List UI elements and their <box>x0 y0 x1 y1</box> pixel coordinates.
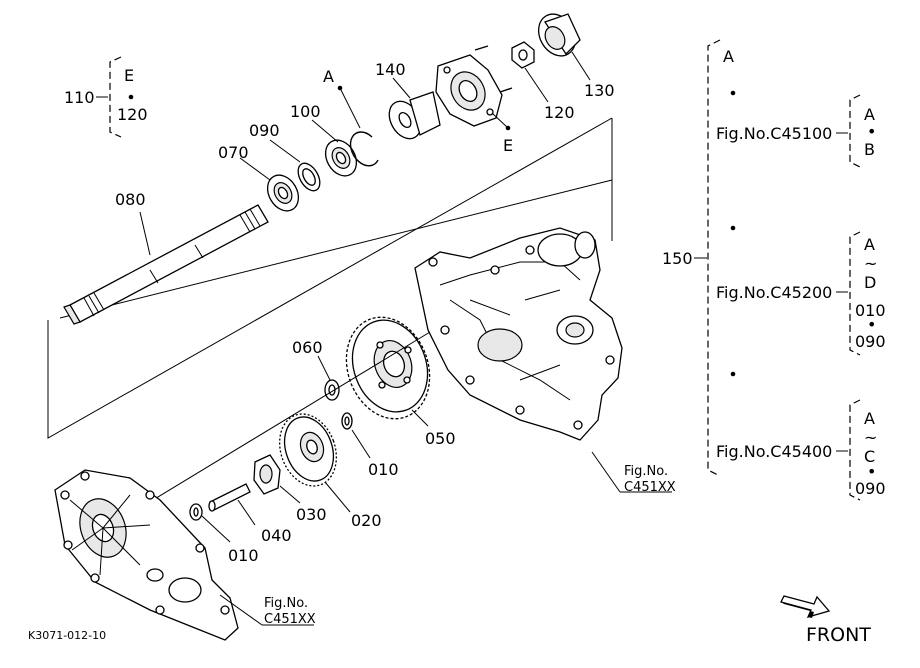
output-shaft <box>59 179 613 325</box>
bearing-130 <box>537 13 581 57</box>
svg-text:•: • <box>867 315 876 334</box>
case-cover <box>54 469 239 641</box>
svg-text:Fig.No.: Fig.No. <box>624 464 668 479</box>
callout-040: 040 <box>261 526 292 545</box>
svg-text:D: D <box>864 273 876 292</box>
callout-140: 140 <box>375 60 406 79</box>
gear-020 <box>278 413 338 487</box>
callout-150: 150 <box>662 249 693 268</box>
ref-mark-a: A <box>323 67 334 86</box>
callout-100: 100 <box>290 102 321 121</box>
svg-text:A: A <box>864 409 875 428</box>
ref-mark-e: E <box>503 136 513 155</box>
callout-010-upper: 010 <box>368 460 399 479</box>
svg-text:C: C <box>864 447 875 466</box>
svg-text:~: ~ <box>864 254 877 273</box>
callout-leaders <box>139 51 591 543</box>
snap-ring <box>349 131 379 167</box>
callout-110: 110 <box>64 88 95 107</box>
svg-text:010: 010 <box>855 301 886 320</box>
drawing-code: K3071-012-10 <box>28 629 106 642</box>
case-fig-ref-upper: Fig.No. C451XX <box>624 464 676 495</box>
svg-text:C451XX: C451XX <box>264 612 316 627</box>
nut-120 <box>511 41 535 69</box>
svg-text:090: 090 <box>855 479 886 498</box>
case-fig-ref-lower: Fig.No. C451XX <box>264 596 316 627</box>
front-arrow-icon <box>780 595 831 619</box>
svg-text:090: 090 <box>855 332 886 351</box>
svg-text:C451XX: C451XX <box>624 480 676 495</box>
callout-090: 090 <box>249 121 280 140</box>
fig-ref-c45400: Fig.No.C45400 <box>716 442 832 461</box>
svg-text:~: ~ <box>864 428 877 447</box>
callout-130: 130 <box>584 81 615 100</box>
callout-060: 060 <box>292 338 323 357</box>
svg-text:A: A <box>864 235 875 254</box>
pinion-030 <box>253 454 281 495</box>
front-indicator: FRONT <box>780 595 871 646</box>
bearing-070 <box>266 174 300 212</box>
group-150-top: A <box>723 47 734 66</box>
bearing-100 <box>324 139 358 177</box>
cover-ref-leader <box>219 594 263 626</box>
spacer-140 <box>388 91 441 140</box>
range-110-from: E <box>124 66 134 85</box>
svg-text:•: • <box>867 122 876 141</box>
case-ref-leader <box>591 451 621 493</box>
flange-hub <box>435 45 513 127</box>
svg-text:A: A <box>864 105 875 124</box>
washer-060 <box>324 379 340 401</box>
callout-030: 030 <box>296 505 327 524</box>
washer-010-upper <box>341 412 353 430</box>
gear-050 <box>345 316 431 420</box>
range-110: 110 E 120 <box>64 56 148 138</box>
assembly-frame <box>47 117 613 439</box>
fig-ref-c45200: Fig.No.C45200 <box>716 283 832 302</box>
washer-010-lower <box>189 503 203 521</box>
svg-text:Fig.No.: Fig.No. <box>264 596 308 611</box>
transmission-case <box>414 227 623 441</box>
range-110-to: 120 <box>117 105 148 124</box>
group-150: 150 A Fig.No.C45100 A • B Fig.No.C45200 … <box>662 39 886 501</box>
shaft-040 <box>208 483 251 512</box>
callout-070: 070 <box>218 143 249 162</box>
part-callouts: 080 070 090 100 A 140 E 120 130 060 050 … <box>115 60 615 565</box>
callout-020: 020 <box>351 511 382 530</box>
fig-ref-c45100: Fig.No.C45100 <box>716 124 832 143</box>
callout-120: 120 <box>544 103 575 122</box>
callout-080: 080 <box>115 190 146 209</box>
front-label: FRONT <box>806 624 871 646</box>
callout-050: 050 <box>425 429 456 448</box>
shim-090 <box>297 162 321 192</box>
callout-010-lower: 010 <box>228 546 259 565</box>
svg-text:B: B <box>864 140 875 159</box>
gear-axis-line <box>119 331 431 521</box>
svg-text:•: • <box>867 462 876 481</box>
